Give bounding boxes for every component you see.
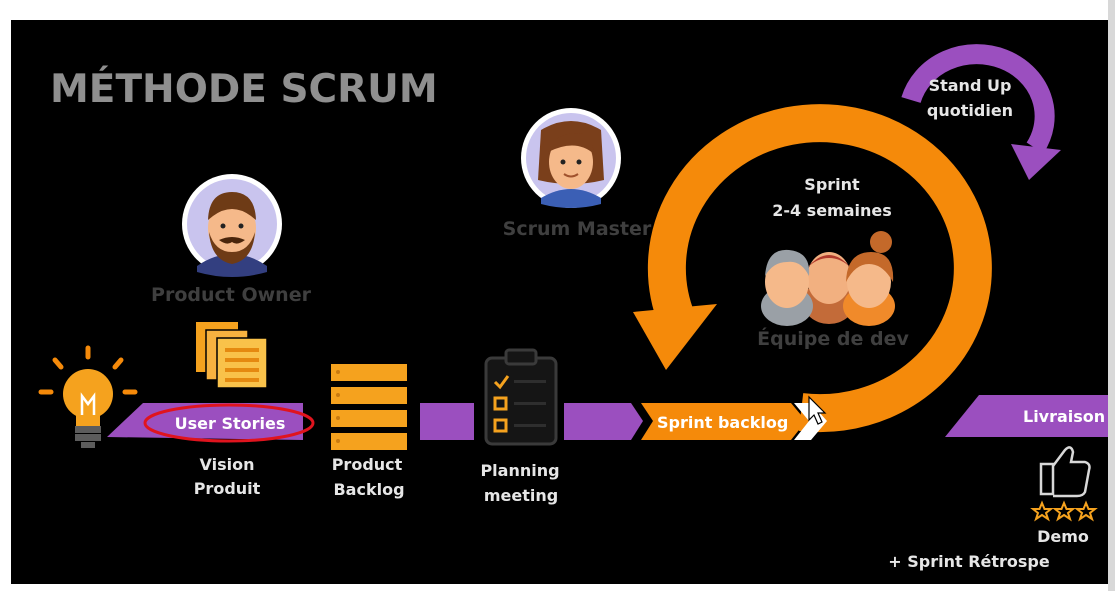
sprint-backlog-label: Sprint backlog <box>657 413 788 432</box>
page-title: MÉTHODE SCRUM <box>50 65 438 112</box>
dev-team-label: Équipe de dev <box>757 327 909 350</box>
user-stories-icon <box>196 322 268 389</box>
standup-label-1: Stand Up <box>929 76 1012 95</box>
scrum-master-label: Scrum Master <box>503 218 652 240</box>
dev-team-icon <box>761 231 895 326</box>
right-edge-strip <box>1108 0 1115 591</box>
user-stories-highlight <box>143 403 315 443</box>
vision-label-2: Produit <box>194 479 261 498</box>
scrum-diagram: MÉTHODE SCRUM Stand Up quotidien Sprint … <box>38 44 1115 571</box>
product-owner-label: Product Owner <box>151 284 312 306</box>
thumbs-up-icon <box>1039 446 1091 498</box>
backlog-label-2: Backlog <box>333 480 404 499</box>
product-backlog-icon <box>331 364 407 450</box>
sprint-label-2: 2-4 semaines <box>772 201 892 220</box>
user-stories-label: User Stories <box>175 414 286 433</box>
livraison-label: Livraison <box>1023 407 1105 426</box>
planning-clipboard-icon <box>484 348 558 446</box>
planning-label-1: Planning <box>480 461 559 480</box>
mouse-cursor-icon <box>808 395 827 425</box>
slide: MÉTHODE SCRUM Stand Up quotidien Sprint … <box>11 20 1115 584</box>
standup-loop: Stand Up quotidien <box>901 44 1061 180</box>
scrum-master-avatar <box>521 108 621 208</box>
retro-label: + Sprint Rétrospe <box>888 552 1050 571</box>
lightbulb-icon <box>38 345 138 448</box>
sprint-cycle: Sprint 2-4 semaines <box>633 104 992 433</box>
demo-label: Demo <box>1037 527 1089 546</box>
sprint-label-1: Sprint <box>804 175 860 194</box>
vision-label-1: Vision <box>200 455 255 474</box>
standup-label-2: quotidien <box>927 101 1013 120</box>
backlog-label-1: Product <box>332 455 403 474</box>
rating-stars <box>1030 500 1098 522</box>
planning-label-2: meeting <box>484 486 558 505</box>
product-owner-avatar <box>182 174 282 277</box>
